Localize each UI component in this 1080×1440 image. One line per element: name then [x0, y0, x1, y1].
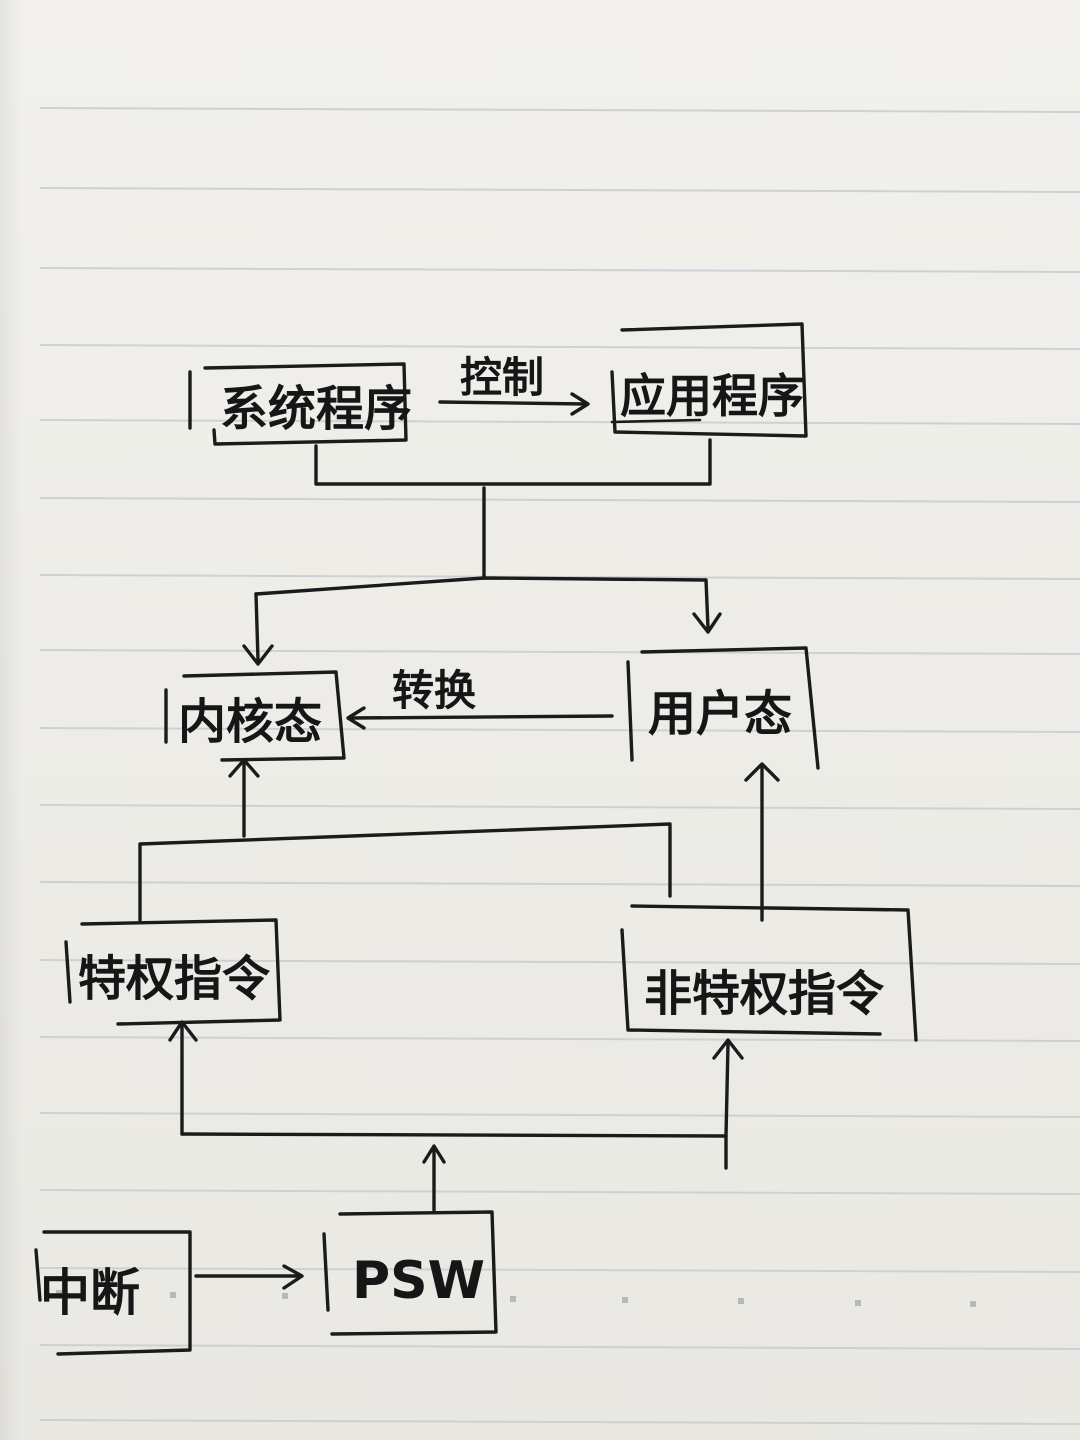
interrupt-label: 中断: [40, 1264, 140, 1322]
switch-edge: 转换: [346, 666, 614, 730]
privileged-instr-label: 特权指令: [78, 951, 271, 1007]
interrupt-to-psw-edge: [194, 1264, 304, 1290]
system-program-label: 系统程序: [220, 381, 412, 437]
psw-box: PSW: [322, 1210, 498, 1336]
psw-to-instr-edge: [168, 1020, 744, 1212]
user-mode-label: 用户态: [648, 686, 792, 742]
app-program-label: 应用程序: [620, 369, 804, 423]
interrupt-box: 中断: [34, 1230, 192, 1356]
non-privileged-instr-label: 非特权指令: [644, 966, 885, 1022]
control-edge: 控制: [438, 353, 590, 416]
notebook-ruling: [39, 107, 1080, 1425]
programs-to-modes-edge: [242, 438, 722, 666]
control-label: 控制: [460, 353, 544, 402]
instr-to-kernel-edge: [138, 758, 672, 922]
app-program-box: 应用程序: [610, 322, 808, 438]
kernel-mode-label: 内核态: [178, 694, 322, 750]
user-mode-box: 用户态: [626, 646, 820, 770]
kernel-mode-box: 内核态: [164, 670, 346, 762]
system-program-box: 系统程序: [188, 362, 412, 446]
psw-label: PSW: [352, 1251, 485, 1311]
switch-label: 转换: [392, 666, 476, 715]
nonpriv-to-user-edge: [744, 762, 780, 922]
non-privileged-instr-box: 非特权指令: [620, 904, 918, 1042]
privileged-instr-box: 特权指令: [64, 918, 282, 1026]
ruling-dots: [56, 1290, 976, 1307]
